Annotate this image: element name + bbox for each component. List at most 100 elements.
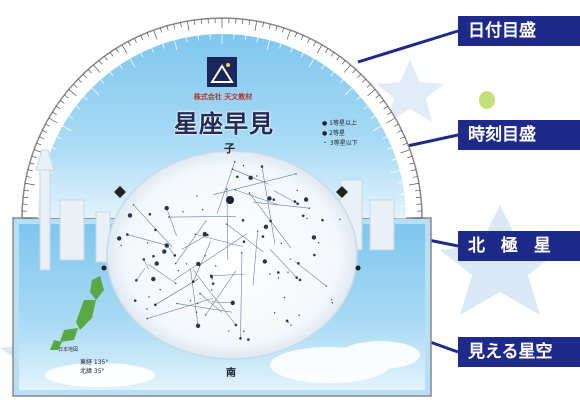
star xyxy=(281,243,282,244)
star xyxy=(133,204,134,205)
star xyxy=(234,161,235,162)
star xyxy=(309,208,310,209)
star xyxy=(175,283,176,284)
star xyxy=(202,209,203,210)
star xyxy=(190,300,191,301)
star xyxy=(312,235,316,239)
callout-date-scale: 日付目盛 xyxy=(458,16,580,46)
star xyxy=(196,195,197,196)
star xyxy=(186,263,187,264)
star xyxy=(299,279,302,282)
star xyxy=(152,255,155,258)
polaris-marker xyxy=(226,196,234,204)
star xyxy=(231,301,235,305)
star xyxy=(294,200,297,203)
star xyxy=(243,165,244,166)
star xyxy=(332,302,333,303)
callout-visible-sky: 見える星空 xyxy=(458,337,580,367)
star xyxy=(210,276,213,279)
star xyxy=(267,196,271,200)
star xyxy=(147,242,148,243)
star xyxy=(247,338,250,341)
star xyxy=(269,273,270,274)
star xyxy=(182,211,183,212)
star xyxy=(321,219,324,222)
legend-third-magnitude: ・ 3等星以下 xyxy=(322,138,358,147)
star xyxy=(290,258,291,259)
star xyxy=(331,299,332,300)
star xyxy=(239,337,242,340)
star xyxy=(295,173,296,174)
latitude-info: 北緯 35° xyxy=(80,366,105,375)
star xyxy=(226,223,227,224)
star xyxy=(205,314,206,315)
star xyxy=(234,189,235,190)
star xyxy=(178,270,179,271)
star xyxy=(242,219,245,222)
north-label: 子 xyxy=(224,140,235,156)
visible-sky-window xyxy=(107,151,357,359)
star xyxy=(203,232,207,236)
star xyxy=(269,220,272,223)
south-label: 南 xyxy=(226,364,236,379)
star xyxy=(302,214,305,217)
star xyxy=(173,254,176,257)
star xyxy=(162,249,166,253)
star xyxy=(306,218,307,219)
star xyxy=(151,277,155,281)
star xyxy=(134,299,137,302)
star xyxy=(226,188,227,189)
star xyxy=(204,255,205,256)
star xyxy=(304,197,308,201)
star xyxy=(228,330,229,331)
star xyxy=(176,303,177,304)
star xyxy=(212,282,215,285)
star xyxy=(297,190,298,191)
star xyxy=(243,331,244,332)
star xyxy=(165,243,169,247)
product-title: 星座早見 xyxy=(166,104,282,139)
star xyxy=(313,254,316,257)
callout-polaris: 北 極 星 xyxy=(458,231,580,261)
star xyxy=(284,297,285,298)
star xyxy=(199,293,200,294)
star xyxy=(290,324,291,325)
star xyxy=(117,236,121,240)
star xyxy=(287,271,288,272)
star xyxy=(155,261,159,265)
star xyxy=(248,176,252,180)
star xyxy=(121,245,122,246)
star xyxy=(142,258,145,261)
star xyxy=(197,303,198,304)
star xyxy=(128,213,132,217)
callout-time-scale: 時刻目盛 xyxy=(458,120,580,150)
star xyxy=(296,202,299,205)
star xyxy=(211,289,212,290)
star xyxy=(235,324,238,327)
star xyxy=(262,235,265,238)
star xyxy=(135,279,138,282)
star xyxy=(194,234,195,235)
star xyxy=(148,296,149,297)
star xyxy=(215,265,216,266)
star xyxy=(236,175,239,178)
star xyxy=(263,259,267,263)
star xyxy=(272,198,275,201)
star xyxy=(278,277,279,278)
star xyxy=(175,263,176,264)
star xyxy=(196,312,197,313)
decorative-dot xyxy=(479,91,495,109)
star xyxy=(339,219,340,220)
star xyxy=(149,213,152,216)
star xyxy=(159,289,160,290)
star xyxy=(298,314,299,315)
map-caption: 日本地図 xyxy=(58,346,78,353)
star xyxy=(286,319,289,322)
star xyxy=(264,225,268,229)
star xyxy=(274,312,275,313)
legend-second-magnitude: ● 2等星 xyxy=(322,128,345,137)
pointer-line-date xyxy=(358,31,458,62)
star xyxy=(257,231,258,232)
star xyxy=(256,175,257,176)
star xyxy=(154,229,157,232)
